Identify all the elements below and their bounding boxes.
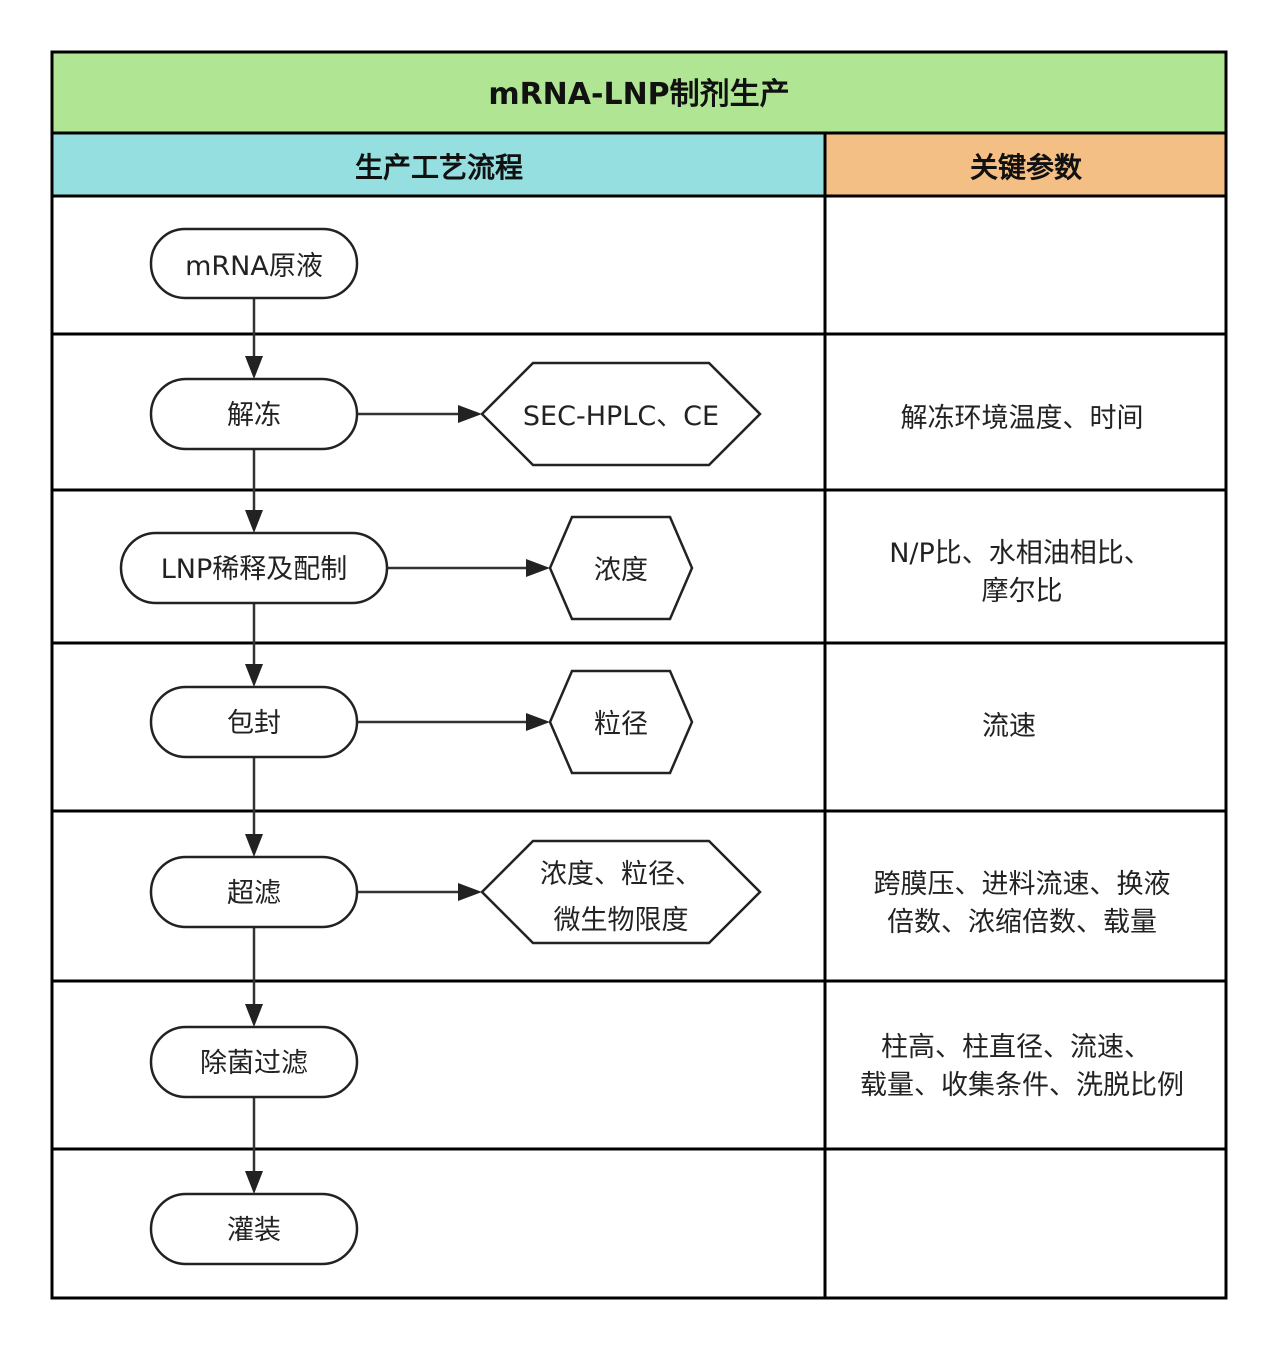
test-connectors: [357, 405, 550, 901]
arrow-right-4: [458, 883, 482, 901]
test-label: SEC-HPLC、CE: [523, 401, 719, 432]
arrow-down-1: [245, 356, 263, 379]
test-1: SEC-HPLC、CE: [480, 361, 762, 467]
param-uf-line-1: 跨膜压、进料流速、换液: [874, 869, 1171, 900]
param-sterile-line-2: 载量、收集条件、洗脱比例: [860, 1070, 1184, 1101]
test-3: 粒径: [548, 669, 694, 775]
param-uf-line-2: 倍数、浓缩倍数、载量: [887, 907, 1157, 938]
test-hexagon-concentration: [548, 515, 694, 621]
step-node-mrna-stock: [149, 227, 359, 300]
process-header-label: 生产工艺流程: [355, 151, 523, 184]
arrow-right-3: [526, 713, 550, 731]
step-0: mRNA原液: [149, 227, 359, 300]
step-label: 包封: [227, 708, 281, 739]
test-label: 微生物限度: [554, 905, 689, 936]
step-label: 解冻: [227, 400, 281, 431]
test-2: 浓度: [548, 515, 694, 621]
step-node-lnp-dilution: [119, 531, 389, 605]
arrow-down-5: [245, 1004, 263, 1027]
step-4: 超滤: [149, 855, 359, 929]
arrow-right-2: [526, 559, 550, 577]
step-node-filling: [149, 1192, 359, 1266]
step-node-sterile-filtration: [149, 1025, 359, 1099]
step-node-encapsulation: [149, 685, 359, 759]
params-column: 解冻环境温度、时间 N/P比、水相油相比、 摩尔比 流速 跨膜压、进料流速、换液…: [860, 403, 1184, 1101]
param-thaw: 解冻环境温度、时间: [901, 403, 1144, 434]
title-bar: [52, 52, 1226, 133]
test-hexagon-particle-size: [548, 669, 694, 775]
test-hexagon-uf-qc: [480, 839, 762, 945]
arrow-down-2: [245, 510, 263, 533]
test-label: 粒径: [594, 709, 648, 740]
step-2: LNP稀释及配制: [119, 531, 389, 605]
diagram-title: mRNA-LNP制剂生产: [488, 77, 789, 112]
arrow-down-3: [245, 664, 263, 687]
params-header-cell: [825, 133, 1226, 196]
step-node-ultrafiltration: [149, 855, 359, 929]
arrow-right-1: [458, 405, 482, 423]
step-node-thaw: [149, 377, 359, 451]
table-grid: [50, 50, 1228, 1300]
step-label: 超滤: [227, 878, 281, 909]
arrow-down-4: [245, 834, 263, 857]
test-label: 浓度: [594, 555, 648, 586]
param-sterile-line-1: 柱高、柱直径、流速、: [881, 1032, 1151, 1063]
process-header-cell: [52, 133, 825, 196]
step-5: 除菌过滤: [149, 1025, 359, 1099]
test-4: 浓度、粒径、 微生物限度: [480, 839, 762, 945]
params-header-label: 关键参数: [970, 151, 1083, 184]
step-6: 灌装: [149, 1192, 359, 1266]
step-label: LNP稀释及配制: [161, 554, 348, 585]
step-1: 解冻: [149, 377, 359, 451]
step-label: mRNA原液: [185, 251, 323, 282]
param-lnp-line-2: 摩尔比: [982, 576, 1063, 607]
step-3: 包封: [149, 685, 359, 759]
test-label: 浓度、粒径、: [540, 859, 702, 890]
param-encapsulation: 流速: [982, 711, 1036, 742]
test-hexagon-sec-hplc: [480, 361, 762, 467]
step-label: 除菌过滤: [200, 1048, 308, 1079]
arrow-down-6: [245, 1171, 263, 1194]
step-label: 灌装: [227, 1215, 281, 1246]
param-lnp-line-1: N/P比、水相油相比、: [889, 538, 1151, 569]
flow-connectors: [245, 298, 263, 1194]
